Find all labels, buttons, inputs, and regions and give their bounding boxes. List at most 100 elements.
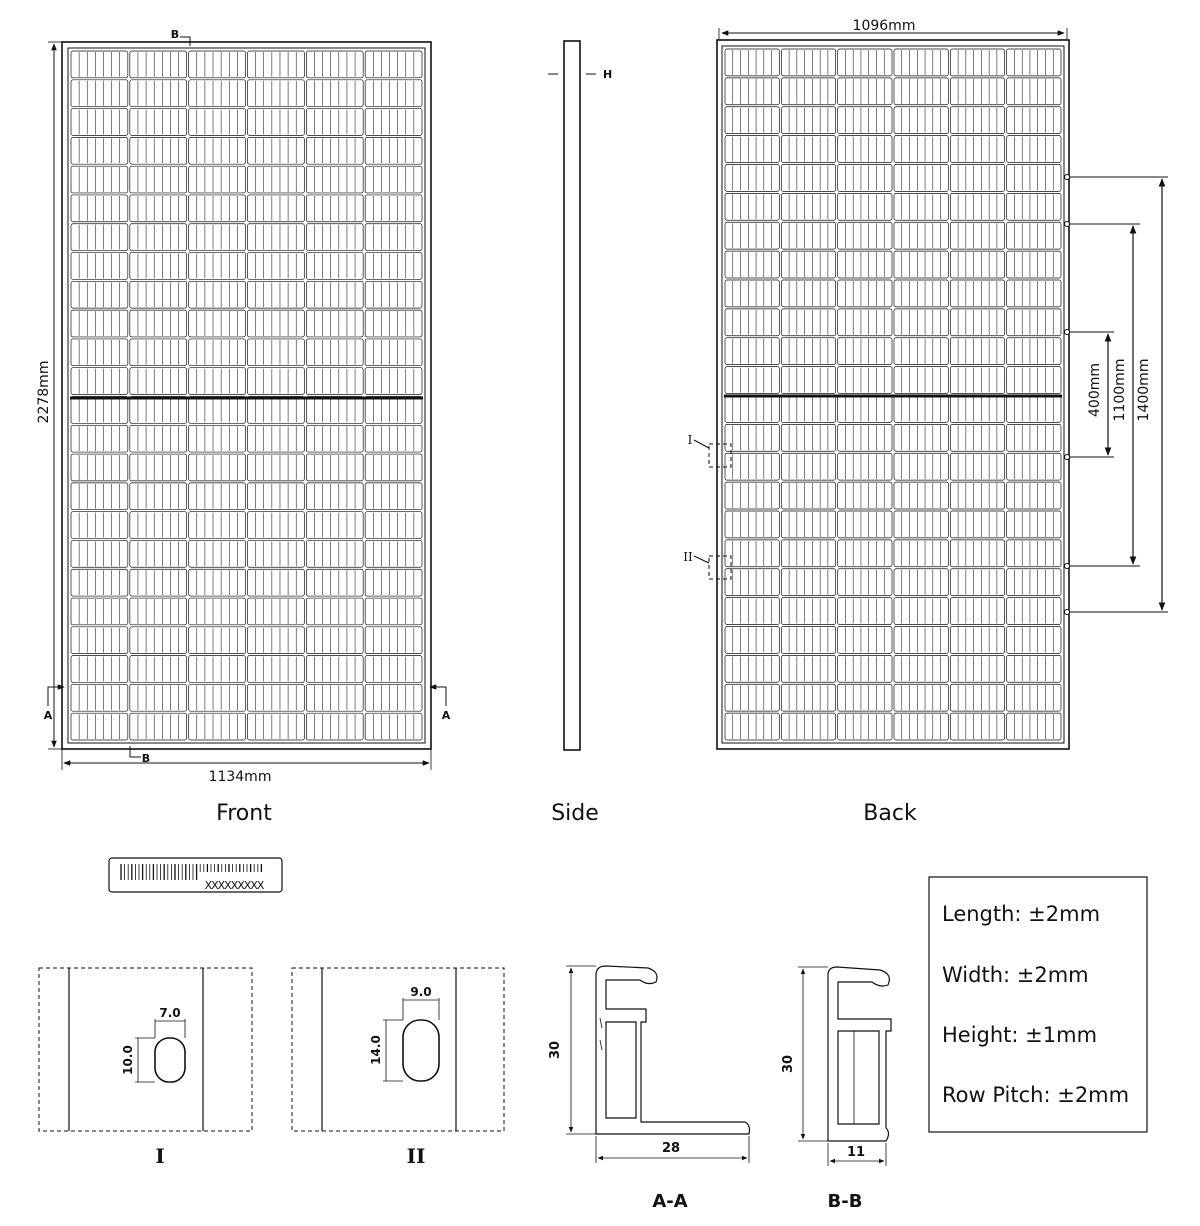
section-a-a-profile <box>595 965 751 1135</box>
solar-cell <box>780 597 837 625</box>
solar-cell <box>837 655 893 683</box>
back-1400-label: 1400mm <box>1136 359 1152 422</box>
solar-cell <box>188 252 246 280</box>
solar-cell <box>364 482 423 511</box>
solar-cell <box>247 280 305 309</box>
solar-cell <box>129 252 188 280</box>
solar-cell <box>188 482 246 511</box>
solar-cell <box>305 79 364 107</box>
solar-cell <box>780 366 837 394</box>
solar-cell <box>893 683 949 712</box>
solar-cell <box>305 367 364 395</box>
front-frame-outer <box>61 41 432 750</box>
solar-cell <box>949 597 1006 625</box>
section-b-b-profile <box>827 966 892 1142</box>
tolerance-box <box>928 876 1148 1133</box>
solar-cell <box>780 683 837 712</box>
solar-cell <box>70 540 129 568</box>
solar-cell <box>837 712 893 741</box>
solar-cell <box>724 539 780 568</box>
solar-cell <box>247 396 305 424</box>
solar-cell <box>949 539 1006 568</box>
solar-cell <box>364 194 423 223</box>
back-1100-label: 1100mm <box>1112 359 1128 422</box>
solar-cell <box>837 250 893 279</box>
solar-cell <box>893 452 949 481</box>
solar-cell <box>893 250 949 279</box>
solar-cell <box>1006 77 1062 106</box>
section-b-b-height-label: 30 <box>781 1055 796 1073</box>
solar-cell <box>724 481 780 510</box>
solar-cell <box>724 452 780 481</box>
detail-2-border <box>291 967 505 1132</box>
solar-cell <box>1006 193 1062 221</box>
solar-cell <box>1006 655 1062 683</box>
solar-cell <box>837 48 893 77</box>
section-b-b-cavity <box>837 1030 880 1125</box>
solar-cell <box>780 308 837 337</box>
solar-cell <box>70 309 129 338</box>
section-b-b-caption: B-B <box>828 1191 863 1212</box>
solar-cell <box>188 309 246 338</box>
solar-cell <box>724 193 780 221</box>
solar-cell <box>949 395 1006 423</box>
detail-1-caption: I <box>155 1144 164 1168</box>
solar-cell <box>70 597 129 626</box>
solar-cell <box>364 424 423 453</box>
barcode-label-box <box>108 857 283 893</box>
solar-cell <box>305 280 364 309</box>
solar-cell <box>949 221 1006 250</box>
solar-cell <box>364 568 423 597</box>
solar-cell <box>247 453 305 482</box>
solar-cell <box>949 712 1006 741</box>
solar-cell <box>129 396 188 424</box>
solar-cell <box>949 337 1006 365</box>
solar-cell <box>364 108 423 136</box>
front-caption: Front <box>216 801 272 826</box>
solar-cell <box>724 308 780 337</box>
back-width-label: 1096mm <box>853 18 916 34</box>
back-caption: Back <box>863 801 917 826</box>
detail-2-caption: II <box>407 1144 426 1168</box>
back-detail-2-callout <box>708 555 732 580</box>
solar-cell <box>893 424 949 452</box>
solar-cell <box>1006 539 1062 568</box>
solar-cell <box>70 108 129 136</box>
solar-cell <box>780 655 837 683</box>
solar-cell <box>129 79 188 107</box>
solar-cell <box>305 626 364 654</box>
solar-cell <box>247 367 305 395</box>
solar-cell <box>70 684 129 712</box>
solar-cell <box>949 48 1006 77</box>
solar-cell <box>893 395 949 423</box>
barcode-bars <box>120 864 263 880</box>
back-400-label: 400mm <box>1087 363 1103 417</box>
solar-cell <box>70 338 129 367</box>
tolerance-length: Length: ±2mm <box>942 902 1100 926</box>
solar-cell <box>129 712 188 741</box>
solar-cell <box>837 135 893 163</box>
section-b-b-width-label: 11 <box>847 1145 865 1160</box>
front-width-label: 1134mm <box>209 769 272 785</box>
solar-cell <box>893 510 949 539</box>
solar-cell <box>364 712 423 741</box>
solar-cell <box>780 193 837 221</box>
solar-cell <box>1006 250 1062 279</box>
solar-cell <box>724 337 780 365</box>
solar-cell <box>70 50 129 79</box>
solar-cell <box>837 597 893 625</box>
side-caption: Side <box>551 801 599 826</box>
back-detail-1-label: I <box>688 433 693 447</box>
solar-cell <box>724 655 780 683</box>
solar-cell <box>1006 106 1062 134</box>
solar-cell <box>129 108 188 136</box>
solar-cell <box>188 367 246 395</box>
section-a-a <box>566 965 751 1163</box>
solar-cell <box>129 597 188 626</box>
solar-cell <box>949 193 1006 221</box>
solar-cell <box>129 309 188 338</box>
solar-cell <box>247 712 305 741</box>
solar-cell <box>188 597 246 626</box>
solar-cell <box>188 137 246 165</box>
solar-cell <box>247 252 305 280</box>
